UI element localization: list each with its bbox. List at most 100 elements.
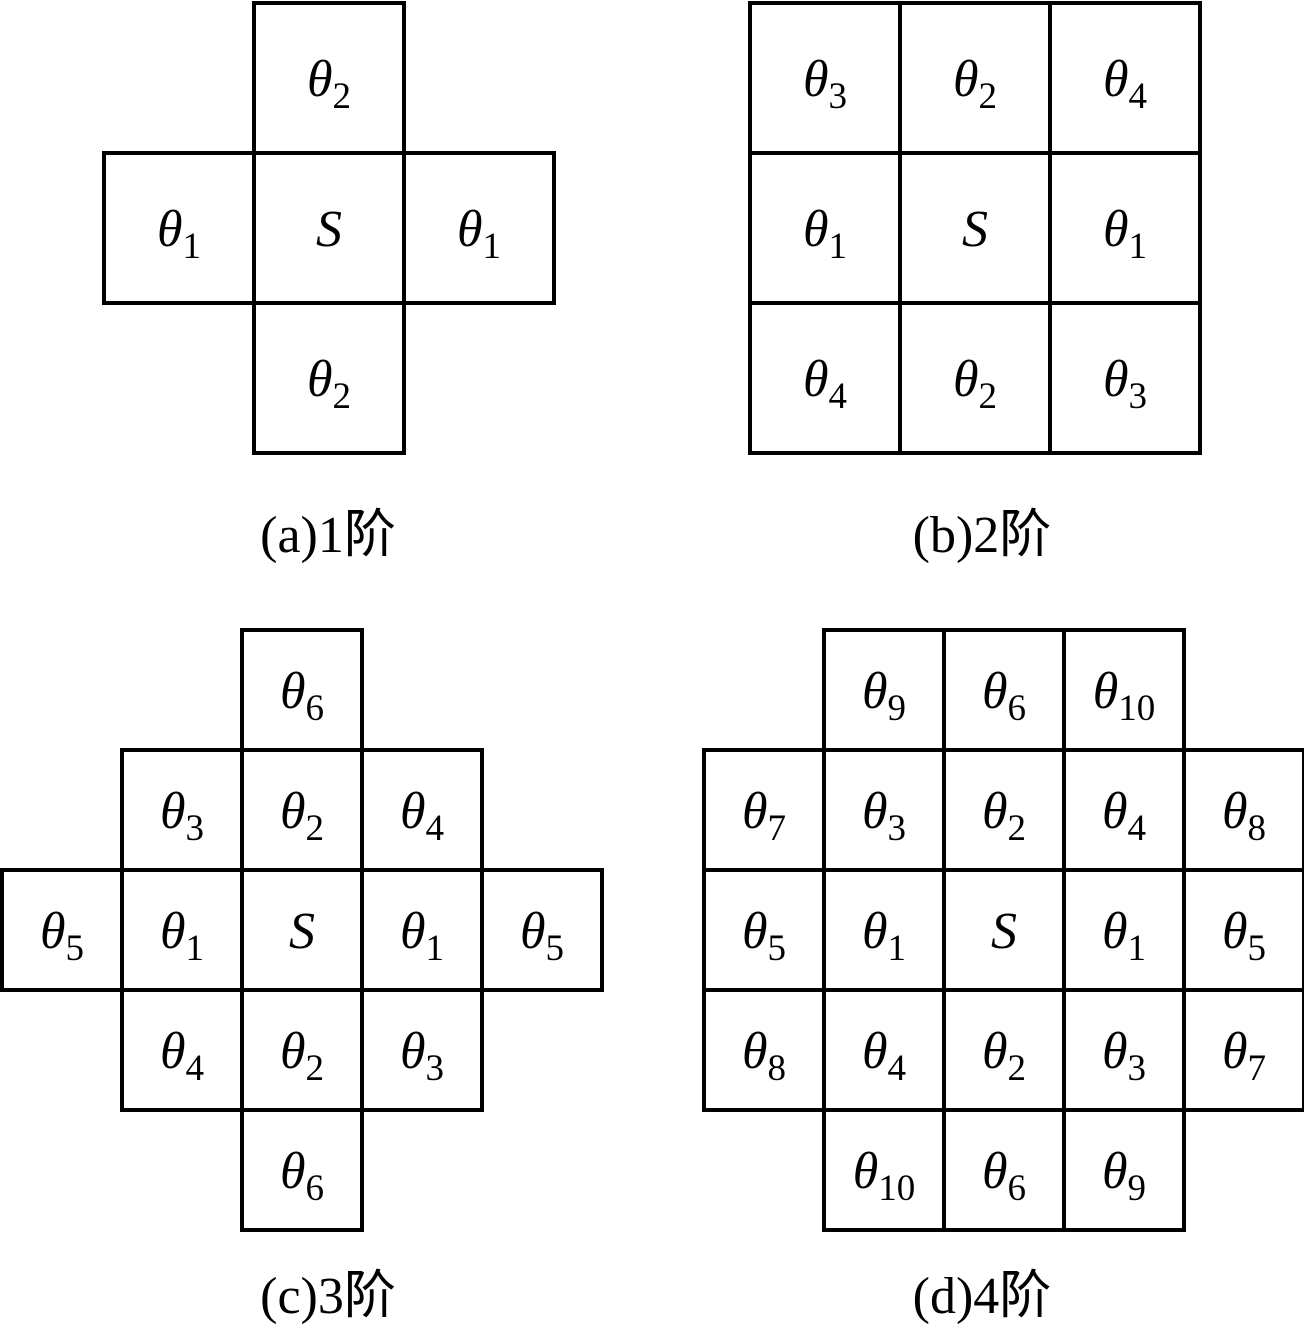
cell-symbol: θ	[1222, 1023, 1248, 1080]
weight-label: θ4	[160, 1023, 204, 1089]
cell-subscript: 3	[426, 1048, 445, 1089]
cell-border	[1048, 1, 1202, 155]
cell-subscript: 8	[1248, 808, 1267, 849]
cell-border	[942, 1108, 1066, 1232]
cell-subscript: 7	[768, 808, 787, 849]
cell-symbol: θ	[307, 351, 333, 408]
stencil-cell: θ3	[822, 748, 946, 872]
weight-label: θ1	[160, 903, 204, 969]
cell-subscript: 2	[306, 808, 325, 849]
cell-symbol: θ	[803, 201, 829, 258]
cell-border	[120, 988, 244, 1112]
cell-border	[748, 151, 902, 305]
cell-border	[1062, 868, 1186, 992]
cell-symbol: θ	[160, 903, 186, 960]
weight-label: θ3	[160, 783, 204, 849]
cell-symbol: θ	[1103, 201, 1129, 258]
stencil-cell: S	[898, 151, 1052, 305]
cell-subscript: 6	[306, 1168, 325, 1209]
weight-label: θ1	[400, 903, 444, 969]
cell-subscript: 5	[768, 928, 787, 969]
stencil-cell: θ5	[702, 868, 826, 992]
stencil-cell: θ2	[942, 748, 1066, 872]
cell-border	[822, 868, 946, 992]
cell-subscript: 8	[768, 1048, 787, 1089]
stencil-cell: θ4	[120, 988, 244, 1112]
cell-symbol: θ	[742, 903, 768, 960]
cell-subscript: 5	[546, 928, 565, 969]
cell-symbol: θ	[803, 351, 829, 408]
stencil-cell: θ3	[360, 988, 484, 1112]
weight-label: θ1	[157, 201, 201, 267]
stencil-cell: θ6	[942, 628, 1066, 752]
stencil-cell: θ7	[1182, 988, 1304, 1112]
stencil-cell: S	[240, 868, 364, 992]
cell-subscript: 1	[888, 928, 907, 969]
cell-subscript: 3	[888, 808, 907, 849]
cell-border	[942, 748, 1066, 872]
stencil-cell: θ8	[1182, 748, 1304, 872]
stencil-cell: θ1	[102, 151, 256, 305]
cell-symbol: θ	[862, 783, 888, 840]
cell-subscript: 4	[1128, 808, 1147, 849]
cell-border	[240, 1108, 364, 1232]
weight-label: θ3	[1103, 351, 1147, 417]
weight-label: θ4	[803, 351, 847, 417]
weight-label: θ3	[400, 1023, 444, 1089]
stencil-cell: θ4	[360, 748, 484, 872]
weight-label: θ1	[803, 201, 847, 267]
stencil-cell: θ9	[822, 628, 946, 752]
cell-subscript: 3	[1129, 376, 1148, 417]
cell-symbol: θ	[520, 903, 546, 960]
cell-subscript: 5	[66, 928, 85, 969]
cell-subscript: 10	[878, 1168, 915, 1209]
cell-symbol: θ	[1102, 903, 1128, 960]
cell-symbol: θ	[982, 1143, 1008, 1200]
cell-symbol: θ	[862, 663, 888, 720]
stencil-cell: θ10	[1062, 628, 1186, 752]
cell-subscript: 3	[1128, 1048, 1147, 1089]
cell-symbol: θ	[280, 783, 306, 840]
stencil-cell: θ1	[748, 151, 902, 305]
cell-symbol: θ	[400, 1023, 426, 1080]
stencil-cell: θ2	[240, 988, 364, 1112]
cell-border	[702, 988, 826, 1112]
stencil-cell: θ5	[1182, 868, 1304, 992]
cell-symbol: θ	[307, 51, 333, 108]
stencil-cell: θ5	[480, 868, 604, 992]
cell-symbol: θ	[1103, 51, 1129, 108]
cell-symbol: θ	[742, 1023, 768, 1080]
cell-symbol: θ	[1102, 1023, 1128, 1080]
weight-label: θ4	[1102, 783, 1146, 849]
cell-subscript: 4	[829, 376, 848, 417]
center-label: S	[316, 201, 342, 258]
cell-border	[1062, 1108, 1186, 1232]
cell-subscript: 2	[333, 76, 352, 117]
weight-label: θ2	[953, 51, 997, 117]
stencil-cell: θ2	[942, 988, 1066, 1112]
stencil-cell: θ2	[252, 1, 406, 155]
stencil-cell: θ4	[1062, 748, 1186, 872]
cell-subscript: 1	[1129, 226, 1148, 267]
stencil-cell: θ2	[240, 748, 364, 872]
stencil-cell: θ1	[1062, 868, 1186, 992]
cell-symbol: θ	[400, 783, 426, 840]
stencil-cell: θ1	[120, 868, 244, 992]
stencil-cell: θ3	[1048, 301, 1202, 455]
cell-subscript: 1	[186, 928, 205, 969]
weight-label: θ7	[742, 783, 786, 849]
weight-label: θ2	[307, 51, 351, 117]
stencil-cell: θ6	[240, 628, 364, 752]
weight-label: θ2	[307, 351, 351, 417]
weight-label: θ5	[1222, 903, 1266, 969]
cell-border	[240, 748, 364, 872]
cell-subscript: 1	[483, 226, 502, 267]
weight-label: θ8	[1222, 783, 1266, 849]
cell-symbol: θ	[157, 201, 183, 258]
cell-symbol: θ	[953, 51, 979, 108]
weight-label: θ4	[1103, 51, 1147, 117]
cell-symbol: S	[991, 903, 1017, 960]
